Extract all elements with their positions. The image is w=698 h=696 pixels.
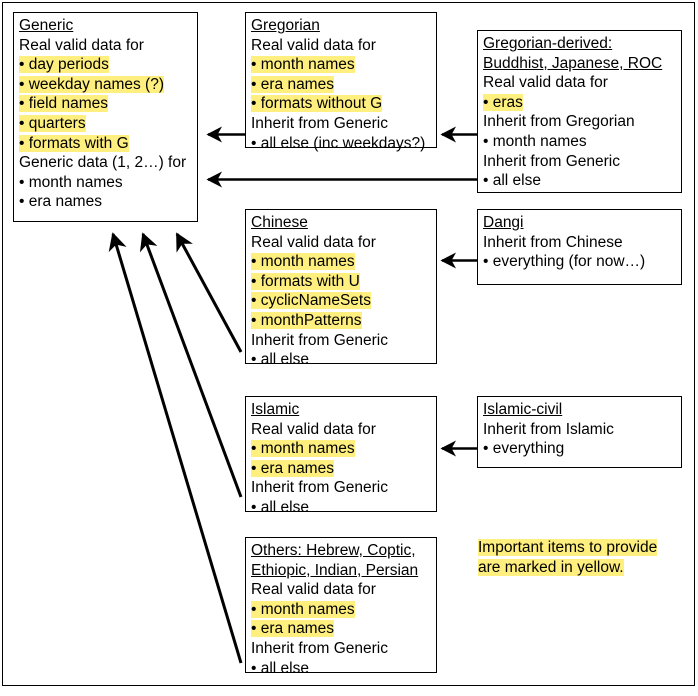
box-generic-line-4: • quarters <box>19 114 86 132</box>
box-chinese[interactable]: Chinese Real valid data for • month name… <box>245 209 437 368</box>
box-gregorian-derived-line-5: • all else <box>483 172 541 190</box>
box-gregorian-line-3: • formats without G <box>251 95 383 113</box>
box-chinese-line-3: • cyclicNameSets <box>251 292 371 310</box>
box-gregorian-line-4: Inherit from Generic <box>251 114 388 132</box>
box-dangi[interactable]: Dangi Inherit from Chinese • everything … <box>477 209 682 285</box>
box-gregorian-line-0: Real valid data for <box>251 36 376 54</box>
legend-note: Important items to provide are marked in… <box>478 538 678 577</box>
box-islamic-line-1: • month names <box>251 440 355 458</box>
box-gregorian[interactable]: Gregorian Real valid data for • month na… <box>245 12 437 152</box>
box-others-title2: Ethiopic, Indian, Persian <box>251 561 419 579</box>
box-others-line-3: Inherit from Generic <box>251 639 388 657</box>
box-dangi-line-1: • everything (for now…) <box>483 253 646 271</box>
box-gregorian-derived-title: Gregorian-derived: <box>483 35 613 52</box>
box-generic[interactable]: Generic Real valid data for • day period… <box>13 12 198 222</box>
box-islamic-line-3: Inherit from Generic <box>251 479 388 497</box>
box-islamic-civil-line-1: • everything <box>483 440 565 458</box>
box-others[interactable]: Others: Hebrew, Coptic, Ethiopic, Indian… <box>245 537 437 677</box>
box-chinese-line-1: • month names <box>251 253 355 271</box>
box-generic-line-5: • formats with G <box>19 134 129 152</box>
box-others-line-0: Real valid data for <box>251 581 376 599</box>
box-gregorian-derived-line-0: Real valid data for <box>483 74 608 92</box>
box-generic-line-1: • day periods <box>19 56 109 74</box>
box-chinese-line-2: • formats with U <box>251 272 360 290</box>
box-gregorian-line-2: • era names <box>251 75 334 93</box>
box-generic-line-0: Real valid data for <box>19 36 144 54</box>
box-others-line-2: • era names <box>251 620 334 638</box>
box-chinese-line-4: • monthPatterns <box>251 311 362 329</box>
box-chinese-title: Chinese <box>251 214 308 231</box>
box-generic-title: Generic <box>19 17 74 34</box>
box-generic-line-6: Generic data (1, 2…) for <box>19 154 187 172</box>
box-islamic-line-0: Real valid data for <box>251 420 376 438</box>
legend-note-line-2: are marked in yellow. <box>478 558 624 576</box>
box-gregorian-derived-line-1: • eras <box>483 93 523 111</box>
box-gregorian-line-5: • all else (inc weekdays?) <box>251 134 426 152</box>
box-islamic-civil-line-0: Inherit from Islamic <box>483 420 614 438</box>
box-chinese-line-5: Inherit from Generic <box>251 331 388 349</box>
box-dangi-title: Dangi <box>483 214 524 231</box>
box-gregorian-line-1: • month names <box>251 56 355 74</box>
box-islamic-civil[interactable]: Islamic-civil Inherit from Islamic • eve… <box>477 396 682 468</box>
box-gregorian-derived-line-3: • month names <box>483 132 587 150</box>
box-others-line-4: • all else <box>251 659 309 677</box>
box-islamic-line-4: • all else <box>251 498 309 516</box>
diagram-outer-frame <box>2 2 695 686</box>
box-generic-line-3: • field names <box>19 95 108 113</box>
box-islamic-line-2: • era names <box>251 459 334 477</box>
legend-note-line-1: Important items to provide <box>478 539 658 556</box>
box-generic-line-7: • month names <box>19 173 123 191</box>
box-islamic-civil-title: Islamic-civil <box>483 401 563 418</box>
box-generic-line-2: • weekday names (?) <box>19 75 164 93</box>
box-gregorian-derived-line-4: Inherit from Generic <box>483 152 620 170</box>
box-others-line-1: • month names <box>251 600 355 618</box>
box-gregorian-title: Gregorian <box>251 17 320 34</box>
box-gregorian-derived[interactable]: Gregorian-derived: Buddhist, Japanese, R… <box>477 30 682 193</box>
box-islamic-title: Islamic <box>251 401 300 418</box>
box-dangi-line-0: Inherit from Chinese <box>483 233 623 251</box>
box-gregorian-derived-line-2: Inherit from Gregorian <box>483 113 635 131</box>
box-chinese-line-6: • all else <box>251 351 309 369</box>
box-chinese-line-0: Real valid data for <box>251 233 376 251</box>
box-generic-line-8: • era names <box>19 193 102 211</box>
box-others-title: Others: Hebrew, Coptic, <box>251 542 416 559</box>
box-islamic[interactable]: Islamic Real valid data for • month name… <box>245 396 437 516</box>
box-gregorian-derived-title2: Buddhist, Japanese, ROC <box>483 54 663 72</box>
